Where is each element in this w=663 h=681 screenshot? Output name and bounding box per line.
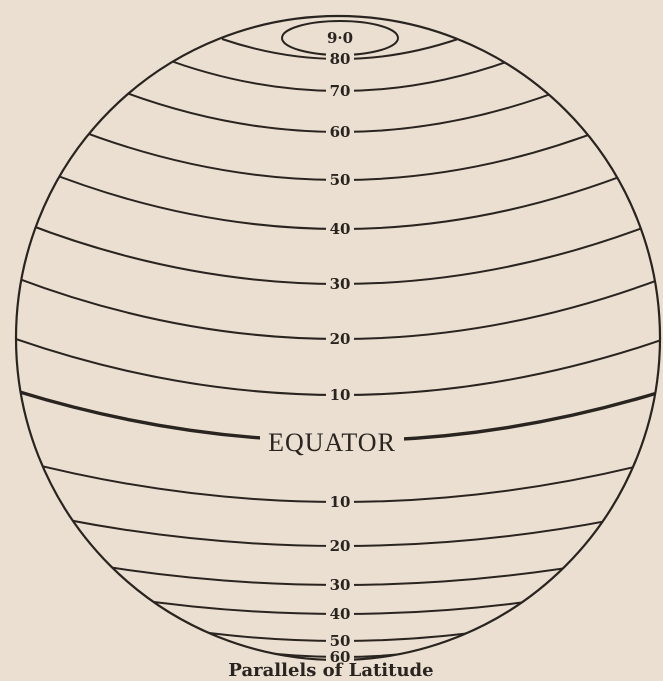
parallel-label-south-0: 10 <box>330 493 351 511</box>
parallel-label-north-0: 9·0 <box>327 29 353 47</box>
parallel-label-south-3: 40 <box>330 605 351 623</box>
equator-label: EQUATOR <box>268 428 396 457</box>
parallel-label-north-1: 80 <box>330 50 351 68</box>
parallel-label-north-7: 20 <box>330 330 351 348</box>
parallel-label-north-8: 10 <box>330 386 351 404</box>
parallel-label-north-4: 50 <box>330 171 351 189</box>
parallel-label-north-2: 70 <box>330 82 351 100</box>
parallel-label-south-1: 20 <box>330 537 351 555</box>
parallel-label-north-5: 40 <box>330 220 351 238</box>
parallel-label-south-2: 30 <box>330 576 351 594</box>
figure-caption: Parallels of Latitude <box>228 660 433 681</box>
parallel-label-north-6: 30 <box>330 275 351 293</box>
parallel-label-north-3: 60 <box>330 123 351 141</box>
